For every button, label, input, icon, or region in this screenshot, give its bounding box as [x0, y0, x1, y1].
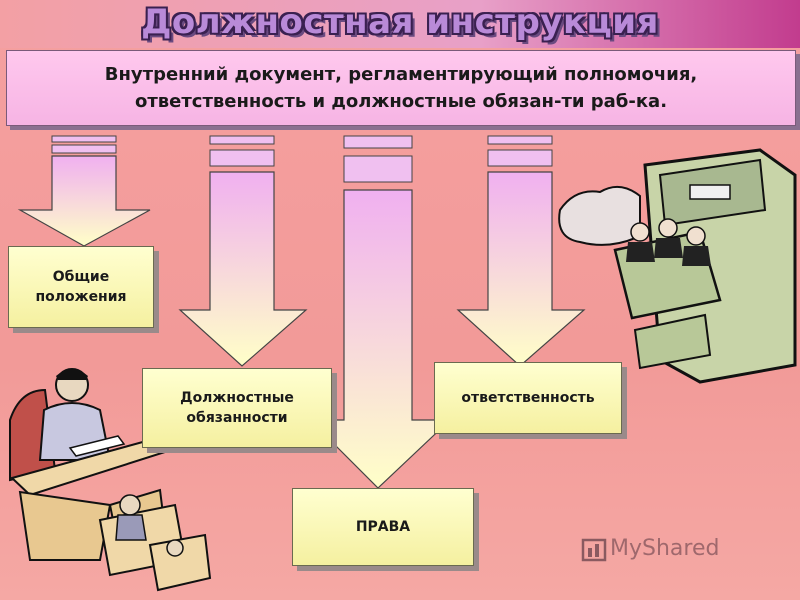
- worker-at-desk-illustration: [9, 368, 212, 592]
- arrow-duties: [178, 135, 308, 367]
- box-duties: Должностные обязанности: [142, 368, 332, 448]
- myshared-logo-icon: [581, 538, 607, 562]
- arrow-rights: [308, 135, 452, 489]
- slide-title: Должностная инструкция: [141, 2, 659, 42]
- box-rights: ПРАВА: [292, 488, 474, 566]
- box-general-provisions: Общие положения: [8, 246, 154, 328]
- arrow-responsibility: [456, 135, 586, 367]
- filing-cabinet-illustration: [558, 148, 797, 384]
- definition-box: Внутренний документ, регламентирующий по…: [6, 50, 796, 126]
- watermark-text: MyShared: [610, 536, 720, 561]
- title-band: [0, 0, 800, 48]
- definition-text: Внутренний документ, регламентирующий по…: [104, 64, 698, 112]
- box-responsibility: ответственность: [434, 362, 622, 434]
- arrow-general: [17, 135, 151, 247]
